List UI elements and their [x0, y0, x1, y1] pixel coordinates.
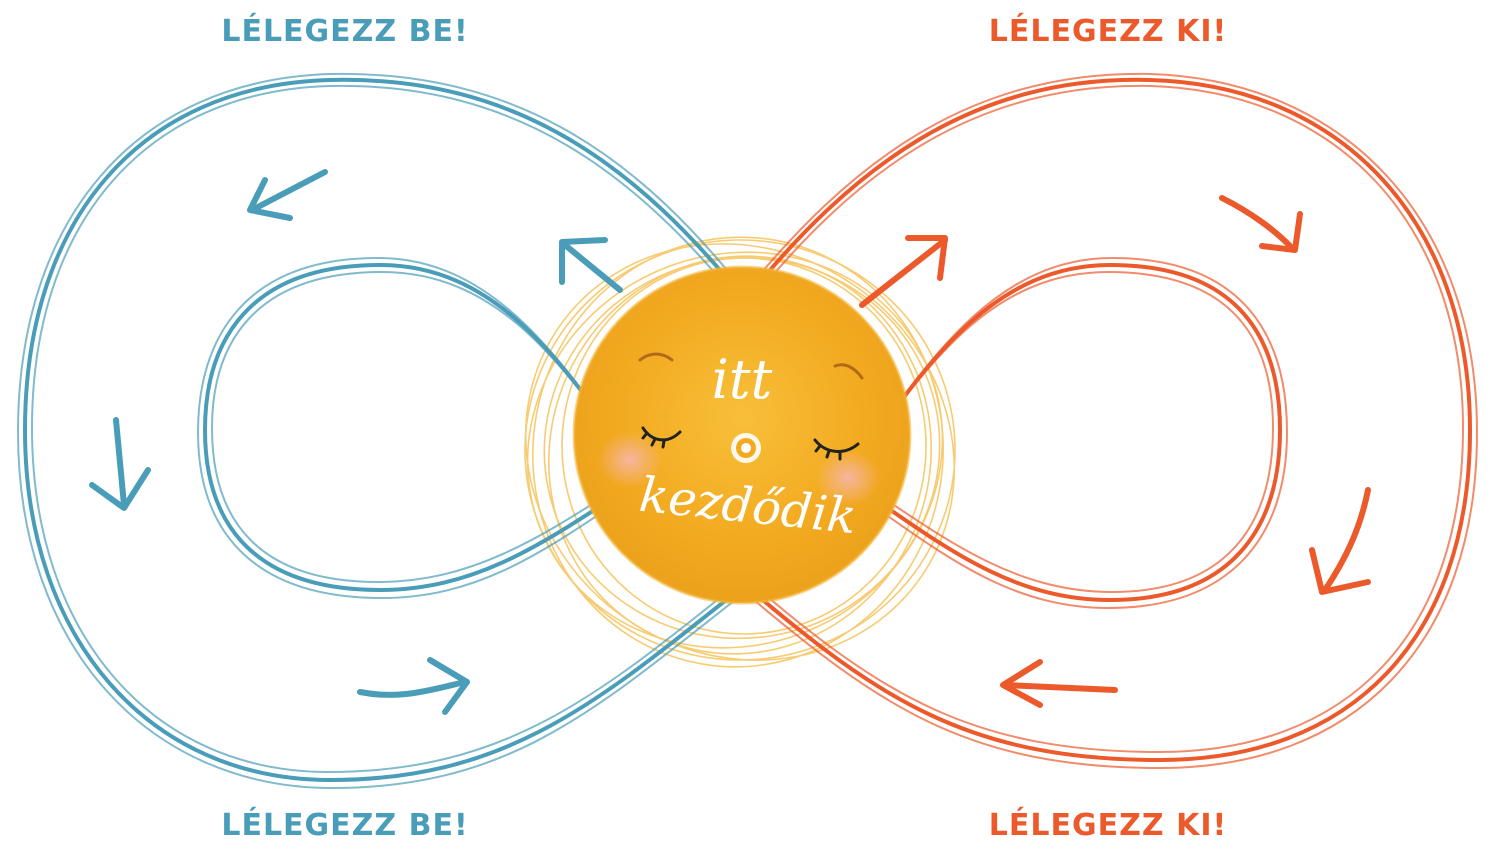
- right-cheek: [816, 450, 880, 506]
- right-eye: [813, 438, 860, 461]
- inhale-label-top: LÉLEGEZZ BE!: [221, 14, 469, 49]
- exhale-label-top: LÉLEGEZZ KI!: [988, 14, 1228, 49]
- left-cheek: [598, 432, 662, 488]
- inhale-arrows: [89, 169, 623, 715]
- arrow-icon-right-down: [1309, 487, 1371, 595]
- exhale-arrows: [859, 195, 1371, 708]
- left-eye: [641, 426, 682, 449]
- arrow-icon-left-down: [89, 417, 151, 511]
- exhale-label-bottom: LÉLEGEZZ KI!: [988, 808, 1228, 843]
- arrow-icon-right-top: [1219, 195, 1303, 253]
- sun-text-line1: itt: [712, 348, 773, 411]
- left-eyebrow: [638, 352, 674, 362]
- sun: itt kezdődik: [572, 265, 912, 605]
- inhale-loop: [16, 72, 750, 790]
- arrow-icon-diagonal-up-right: [859, 235, 948, 308]
- exhale-loop: [740, 72, 1479, 770]
- arrow-icon-diagonal-up: [559, 237, 623, 293]
- arrow-icon-left-top: [247, 169, 328, 221]
- right-eyebrow: [833, 363, 864, 380]
- arrow-icon-bottom-left: [1000, 659, 1118, 708]
- arrow-icon-bottom-right: [357, 657, 470, 715]
- mouth-icon: [731, 433, 761, 463]
- inhale-label-bottom: LÉLEGEZZ BE!: [221, 808, 469, 843]
